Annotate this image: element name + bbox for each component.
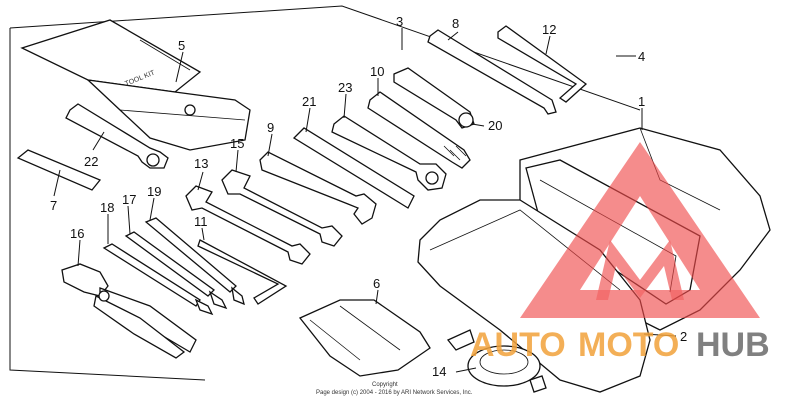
tool-bag: TOOL KIT [20,19,251,151]
pliers-16 [61,263,197,359]
l-wrench-12 [497,25,588,103]
box-wrench-23 [331,115,447,191]
callout-3: 3 [396,14,403,29]
socket-extension-10 [367,67,475,169]
callout-9: 9 [267,120,274,135]
watermark-logo: AUTO MOTO HUB [470,142,770,364]
hex-key-11 [197,239,288,305]
callout-17: 17 [122,192,136,207]
toolkit-outline [9,5,641,111]
callout-1: 1 [638,94,645,109]
open-wrench-15 [221,169,343,247]
screwdriver-17 [124,231,228,310]
flat-bar-7 [16,149,102,191]
leader-lines [53,28,677,373]
watermark-triangle-icon [520,142,760,318]
callout-16: 16 [70,226,84,241]
callout-13: 13 [194,156,208,171]
callout-23: 23 [338,80,352,95]
rod-8 [427,29,557,115]
gauge-14 [446,329,547,393]
callout-15: 15 [230,136,244,151]
toolkit-outline-lower [9,28,206,381]
callout-11: 11 [194,214,208,229]
screwdriver-18 [102,243,214,316]
callout-22: 22 [84,154,98,169]
callout-4: 4 [638,49,645,64]
callout-8: 8 [452,16,459,31]
box-wrench-22 [65,103,169,169]
callout-19: 19 [147,184,161,199]
copyright-line1: Copyright [372,382,398,388]
callout-21: 21 [302,94,316,109]
callout-5: 5 [178,38,185,53]
watermark-moto: MOTO [578,326,679,364]
open-wrench-13 [185,185,311,265]
callout-12: 12 [542,22,556,37]
callout-7: 7 [50,198,57,213]
callout-14: 14 [432,364,446,379]
copyright-line2: Page design (c) 2004 - 2016 by ARI Netwo… [316,390,473,396]
callout-10: 10 [370,64,384,79]
callout-20: 20 [488,118,502,133]
callout-6: 6 [373,276,380,291]
watermark-m-icon [596,240,684,300]
flat-bar-21 [292,127,415,209]
callout-2: 2 [680,329,687,344]
callout-18: 18 [100,200,114,215]
pouch-6 [298,299,431,377]
callouts: 5 22 7 16 18 17 19 11 13 15 9 21 23 10 2… [50,14,687,379]
screwdriver-19 [144,217,245,306]
watermark-auto: AUTO [470,326,566,364]
watermark-hub: HUB [696,326,770,364]
spanner-9 [259,151,377,225]
